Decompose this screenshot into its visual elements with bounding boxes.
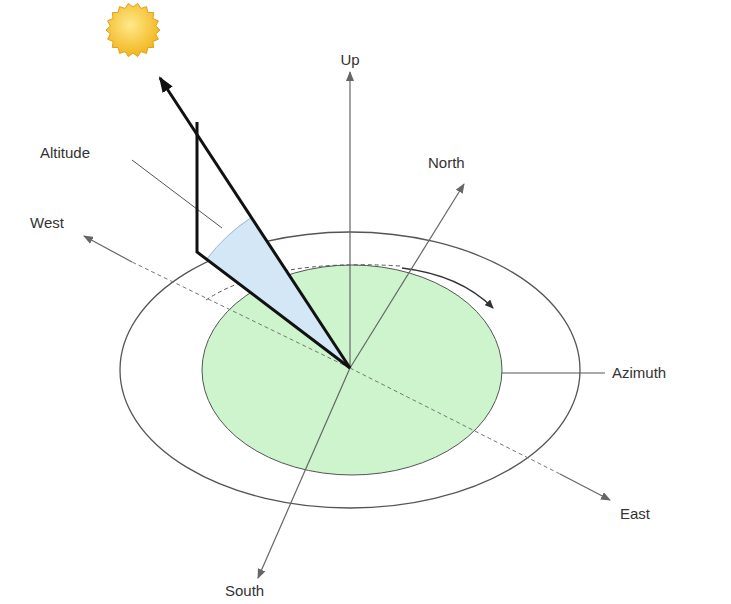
south-axis xyxy=(258,368,350,578)
altitude-wedge xyxy=(207,217,350,368)
west-axis xyxy=(84,236,132,262)
ground-disc xyxy=(202,265,502,475)
axis-label: Up xyxy=(340,52,359,69)
azimuth-arrow xyxy=(402,268,493,308)
axis-label: West xyxy=(30,215,64,232)
up-axis xyxy=(349,72,350,368)
azimuth-leader xyxy=(502,373,605,374)
angle-label: Azimuth xyxy=(612,365,666,382)
west-axis-dashed xyxy=(132,262,350,368)
altitude-leader xyxy=(132,160,222,228)
east-axis-dashed xyxy=(350,368,560,474)
angle-label: Altitude xyxy=(40,145,90,162)
axis-label: South xyxy=(225,583,264,600)
sun-vector xyxy=(160,78,350,368)
sun-icon xyxy=(106,3,160,56)
north-axis xyxy=(350,184,464,368)
axis-label: North xyxy=(428,155,465,172)
east-axis xyxy=(560,474,610,500)
axis-label: East xyxy=(620,506,650,523)
